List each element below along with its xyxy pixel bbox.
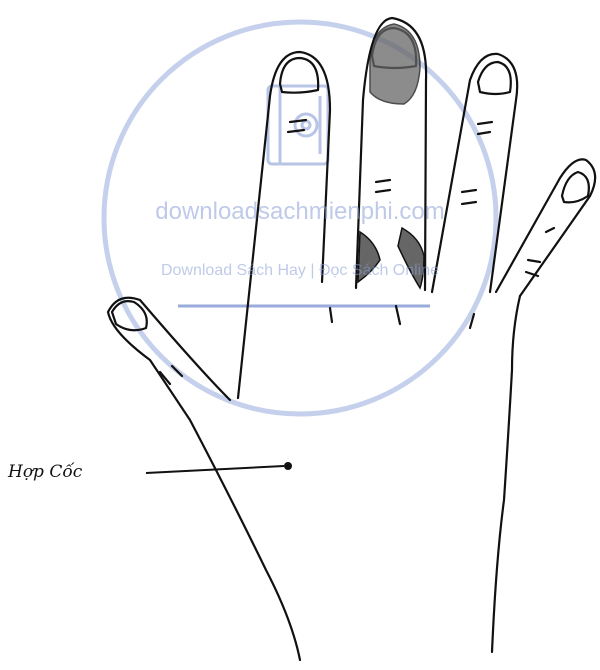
acupoint-marker: [146, 462, 292, 473]
palm-edge: [492, 296, 520, 652]
acupoint-label: Hợp Cốc: [8, 462, 82, 482]
book-icon: [268, 86, 328, 164]
finger-base-crease: [330, 306, 474, 328]
shaded-nail-middle: [370, 24, 420, 104]
acupoint-dot: [284, 462, 292, 470]
watermark-tagline: Download Sách Hay | Đọc Sách Online: [100, 262, 500, 280]
ring-nail: [478, 62, 511, 94]
watermark-site-text: downloadsachmienphi.com: [100, 198, 500, 226]
little-nail: [562, 172, 589, 202]
thumb: [108, 298, 300, 660]
hand-outline: [108, 18, 595, 660]
little-finger: [496, 159, 595, 296]
